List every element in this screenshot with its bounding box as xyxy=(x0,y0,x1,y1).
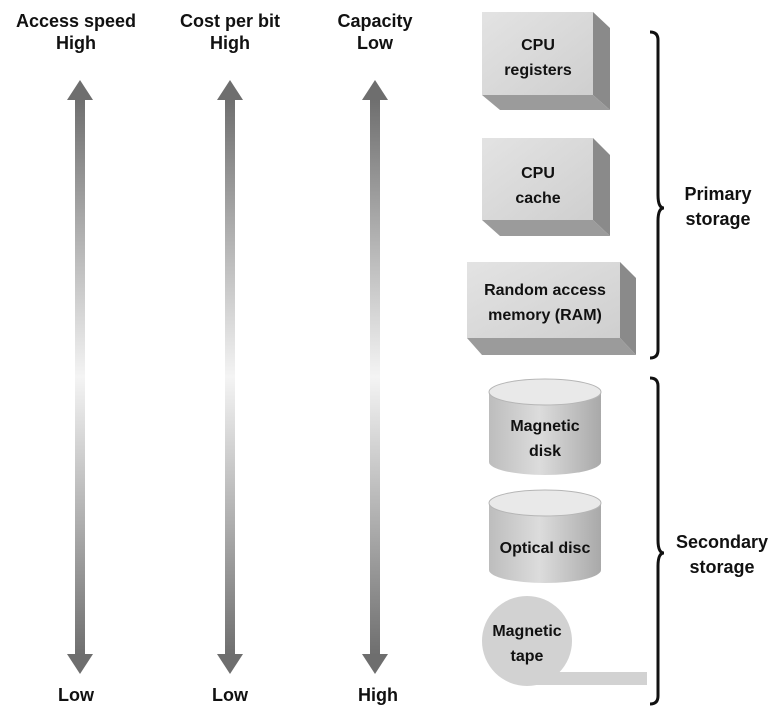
cost-per-bit-header: Cost per bit High xyxy=(180,10,280,54)
magnetic-tape-label-line2: tape xyxy=(511,648,544,665)
cost-per-bit-bottom-value: Low xyxy=(212,685,248,705)
primary-storage-label-line1: Primary xyxy=(684,184,751,204)
cpu-registers-label-line1: CPU xyxy=(521,37,555,54)
magnetic-tape-label-line1: Magnetic xyxy=(492,623,561,640)
optical-disc-cylinder: Optical disc xyxy=(488,489,602,583)
cpu-cache-label-line1: CPU xyxy=(521,165,555,182)
capacity-title: Capacity xyxy=(337,11,413,31)
ram-label-line1: Random access xyxy=(484,282,606,299)
capacity-arrow xyxy=(362,80,388,674)
capacity-top-value: Low xyxy=(356,33,393,53)
cpu-registers-box: CPU registers xyxy=(482,12,610,110)
access-speed-header: Access speed High xyxy=(16,10,136,54)
cost-per-bit-title: Cost per bit xyxy=(179,11,281,31)
capacity-bottom-value: High xyxy=(358,685,398,705)
magnetic-disk-cylinder: Magnetic disk xyxy=(488,378,602,475)
magnetic-disk-label-line2: disk xyxy=(529,443,561,460)
access-speed-bottom-value: Low xyxy=(58,685,94,705)
cpu-cache-label-line2: cache xyxy=(515,190,560,207)
magnetic-disk-label-line1: Magnetic xyxy=(510,418,579,435)
primary-storage-label-line2: storage xyxy=(685,209,750,229)
optical-disc-label: Optical disc xyxy=(500,540,591,557)
cpu-registers-label-line2: registers xyxy=(504,62,572,79)
magnetic-tape-reel: Magnetic tape xyxy=(482,596,647,686)
access-speed-title: Access speed xyxy=(15,11,137,31)
ram-label-line2: memory (RAM) xyxy=(488,307,602,324)
secondary-storage-brace xyxy=(649,376,665,706)
capacity-header: Capacity Low xyxy=(337,10,412,54)
secondary-storage-label-line2: storage xyxy=(689,557,754,577)
secondary-storage-label-line1: Secondary xyxy=(676,532,768,552)
access-speed-top-value: High xyxy=(55,33,96,53)
cost-per-bit-top-value: High xyxy=(209,33,250,53)
primary-storage-brace xyxy=(649,30,665,360)
cpu-cache-box: CPU cache xyxy=(482,138,610,236)
ram-box: Random access memory (RAM) xyxy=(467,262,636,355)
cost-per-bit-arrow xyxy=(217,80,243,674)
access-speed-arrow xyxy=(67,80,93,674)
